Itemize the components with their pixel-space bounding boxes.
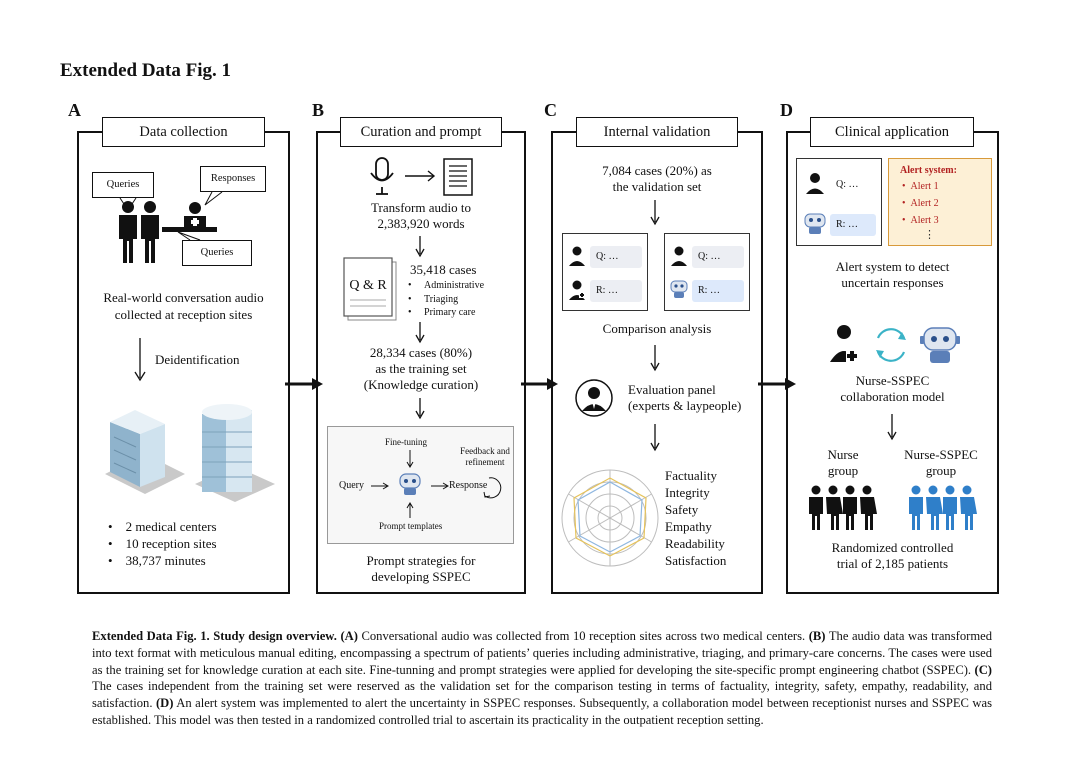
queries-bubble-bottom: Queries: [182, 240, 252, 266]
validation-line1: 7,084 cases (20%) as: [602, 163, 712, 178]
person-robot-icon: [670, 246, 688, 298]
metric-6: Satisfaction: [665, 553, 727, 568]
detect-line1: Alert system to detect: [835, 259, 950, 274]
reception-people-icon: [119, 201, 217, 263]
chat-alert-r: R: …: [830, 214, 876, 236]
panel-c-letter: C: [544, 100, 557, 120]
strategies-line2: developing SSPEC: [371, 569, 471, 584]
alert-item-3: • Alert 3: [902, 215, 939, 226]
metric-2: Integrity: [665, 485, 710, 500]
patient-groups-icon: [809, 485, 977, 530]
deidentification-label: Deidentification: [155, 352, 240, 367]
qr-label: Q & R: [349, 278, 387, 293]
response-label: Response: [449, 480, 488, 491]
sspec-group-line1: Nurse-SSPEC: [904, 447, 978, 462]
collab-line2: collaboration model: [840, 389, 945, 404]
qr-document-icon: [343, 257, 397, 321]
metric-3: Safety: [665, 502, 699, 517]
panel-b-letter: B: [312, 100, 325, 120]
strategies-line1: Prompt strategies for: [366, 553, 476, 568]
figure-title: Extended Data Fig. 1: [60, 60, 231, 81]
alert-item-1: • Alert 1: [902, 181, 939, 192]
chat-sspec-q: Q: …: [692, 246, 744, 268]
panel-a-bullet-1: • 2 medical centers: [108, 519, 217, 534]
case-type-2: • Triaging: [408, 293, 459, 305]
transform-line1: Transform audio to: [371, 200, 471, 215]
cycle-arrows-icon: [830, 325, 960, 363]
alert-system-box: [888, 158, 992, 246]
comparison-label: Comparison analysis: [602, 321, 712, 336]
panel-c-header: Internal validation: [576, 117, 738, 147]
radar-chart-icon: [561, 469, 659, 567]
person-robot-icon: [804, 173, 826, 234]
case-type-1: • Administrative: [408, 280, 485, 291]
audio-text-line1: Real-world conversation audio: [103, 290, 264, 305]
audio-text-line2: collected at reception sites: [114, 307, 253, 322]
case-types-list: • Administrative • Triaging • Primary ca…: [408, 279, 484, 320]
query-label: Query: [339, 480, 364, 491]
prompt-diagram-arrows: [371, 450, 502, 518]
document-icon: [443, 158, 473, 196]
microphone-icon: [370, 157, 436, 195]
cases-total: 35,418 cases: [410, 262, 477, 277]
sspec-group-line2: group: [925, 463, 957, 478]
nurse-group-line1: Nurse: [827, 447, 859, 462]
chat-sspec-r: R: …: [692, 280, 744, 302]
case-type-3: • Primary care: [408, 307, 476, 318]
panel-a-header: Data collection: [102, 117, 265, 147]
collab-line1: Nurse-SSPEC: [855, 373, 930, 388]
transform-line2: 2,383,920 words: [377, 216, 465, 231]
panel-a-bullet-2: • 10 reception sites: [108, 536, 217, 551]
metric-4: Empathy: [665, 519, 712, 534]
feedback-label: Feedback and refinement: [460, 446, 510, 467]
chat-nurse-r: R: …: [590, 280, 642, 302]
detect-line2: uncertain responses: [841, 275, 944, 290]
panel-b-header: Curation and prompt: [340, 117, 502, 147]
validation-line2: the validation set: [612, 179, 702, 194]
panel-a-letter: A: [68, 100, 81, 120]
queries-bubble-top: Queries: [92, 172, 154, 198]
prompt-templates-label: Prompt templates: [379, 521, 443, 531]
trial-line1: Randomized controlled: [831, 540, 954, 555]
training-line3: (Knowledge curation): [363, 377, 479, 392]
metric-1: Factuality: [665, 468, 717, 483]
person-icon: [569, 246, 585, 300]
panel-a-bullet-3: • 38,737 minutes: [108, 553, 206, 568]
expert-icon: [575, 379, 613, 417]
metric-5: Readability: [665, 536, 725, 551]
fine-tuning-label: Fine-tuning: [385, 437, 427, 447]
training-line2: as the training set: [375, 361, 467, 376]
evaluation-panel-line2: (experts & laypeople): [628, 398, 742, 413]
alert-ellipsis: ⋮: [924, 229, 935, 241]
metrics-list: Factuality Integrity Safety Empathy Read…: [665, 467, 726, 569]
responses-bubble: Responses: [200, 166, 266, 192]
evaluation-panel-line1: Evaluation panel: [628, 382, 716, 397]
training-line1: 28,334 cases (80%): [369, 345, 473, 360]
alert-item-2: • Alert 2: [902, 198, 939, 209]
prompt-diagram-box: [327, 426, 514, 544]
chat-nurse-q: Q: …: [590, 246, 642, 268]
panel-d-header: Clinical application: [810, 117, 974, 147]
figure-caption: Extended Data Fig. 1. Study design overv…: [92, 629, 992, 727]
trial-line2: trial of 2,185 patients: [836, 556, 949, 571]
building-icon: [105, 404, 275, 502]
robot-icon: [399, 473, 421, 495]
chat-alert-q: Q: …: [830, 174, 876, 196]
nurse-group-line2: group: [827, 463, 859, 478]
panel-d-letter: D: [780, 100, 793, 120]
alert-title: Alert system:: [900, 165, 957, 176]
